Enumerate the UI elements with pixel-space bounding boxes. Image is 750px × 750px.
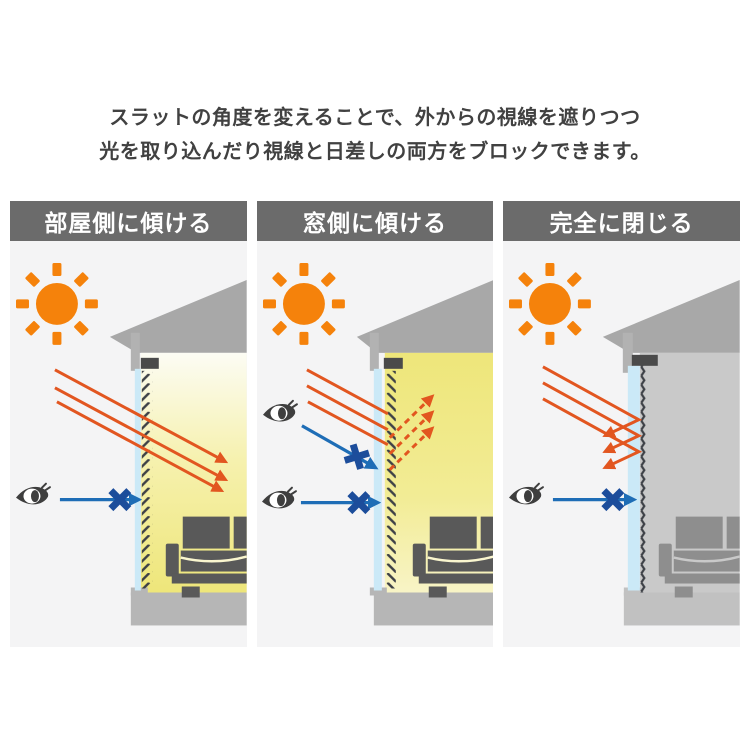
panel-1-header: 部屋側に傾ける [10,201,247,241]
roof-shape [356,279,494,353]
roof-shape [603,279,741,353]
panel-fully-closed: 完全に閉じる [503,201,741,648]
window-glass [134,368,141,591]
eye-icon [509,482,545,505]
sun-icon [15,262,98,345]
floor-shape [624,592,741,626]
sunlight-arrows [54,368,229,493]
intro-line-2: 光を取り込んだり視線と日差しの両方をブロックできます。 [99,139,651,163]
window-glass [373,368,382,591]
blind-headbox [632,354,659,366]
panel-tilt-room: 部屋側に傾ける [10,201,247,648]
floor-shape [130,592,247,626]
eye-icon [262,399,298,422]
intro-text: スラットの角度を変えることで、外からの視線を遮りつつ 光を取り込んだり視線と日差… [0,0,750,168]
x-mark-icon-upper [343,443,370,470]
panel-2-label: 窓側に傾ける [303,211,447,237]
sunlight-arrows [542,365,643,470]
sofa-icon [659,516,741,598]
sun-icon [262,262,345,345]
sofa-icon [165,516,247,598]
x-mark-icon [601,488,625,512]
sunlight-arrows [305,368,435,471]
panel-2-header: 窓側に傾ける [256,201,494,241]
roof-shape [109,279,247,353]
window-glass [628,365,641,591]
panel-3-header: 完全に閉じる [503,201,741,241]
blind-slats [384,370,396,589]
eye-icon [15,482,51,505]
intro-line-1: スラットの角度を変えることで、外からの視線を遮りつつ [109,105,641,129]
x-mark-icon [108,488,132,512]
panel-1-scene [10,241,247,648]
window-sill [130,587,148,596]
window-sill [369,587,387,596]
x-mark-icon [347,491,370,515]
blind-headbox [383,357,403,369]
eave-wall [369,332,379,371]
closed-blind [639,364,648,593]
eave-wall [623,332,634,373]
sightline-arrow-upper [300,424,379,470]
panel-row: 部屋側に傾ける [0,201,750,648]
sofa-icon [412,516,494,598]
panel-2-scene [256,241,494,648]
panel-3-label: 完全に閉じる [549,211,694,237]
panel-3-scene [503,241,741,648]
sun-icon [509,262,592,345]
blind-slats [141,370,153,589]
panel-tilt-window: 窓側に傾ける [256,201,494,648]
floor-shape [373,592,494,626]
window-sill [624,587,645,596]
blind-headbox [140,357,159,369]
eye-icon [261,486,297,509]
eave-wall [130,332,140,371]
panel-1-label: 部屋側に傾ける [44,211,213,237]
